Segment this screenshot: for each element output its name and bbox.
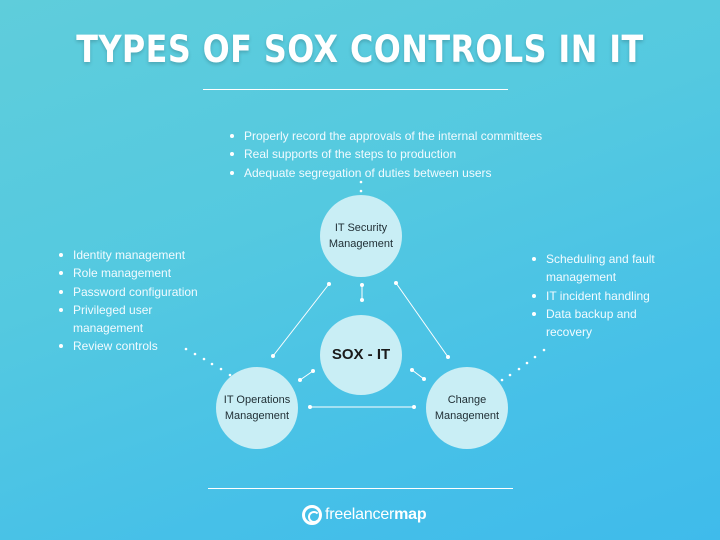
list-item: Password configuration	[57, 283, 207, 301]
list-item: Data backup and recovery	[530, 305, 670, 342]
it-operations-management-node: IT Operations Management	[216, 367, 298, 449]
brand-wordmark: freelancermap	[325, 506, 427, 524]
list-item: Privileged user management	[57, 301, 207, 338]
list-item: Real supports of the steps to production	[228, 145, 542, 163]
freelancermap-logo: freelancermap	[302, 505, 427, 525]
operations-controls-list: Identity management Role management Pass…	[57, 246, 207, 356]
node-label: SOX - IT	[331, 345, 391, 363]
list-item: Properly record the approvals of the int…	[228, 127, 542, 145]
node-label: Management	[434, 410, 500, 422]
title-divider	[203, 89, 508, 90]
node-label: IT Security	[334, 221, 388, 234]
freelancermap-globe-icon	[302, 505, 322, 525]
list-item: IT incident handling	[530, 287, 670, 305]
it-security-management-node: IT Security Management	[320, 195, 402, 277]
change-management-node: Change Management	[426, 367, 508, 449]
list-item: Adequate segregation of duties between u…	[228, 164, 542, 182]
security-controls-list: Properly record the approvals of the int…	[228, 127, 542, 182]
footer-divider	[208, 488, 513, 489]
node-label: Change	[447, 393, 487, 406]
sox-it-center-node: SOX - IT	[320, 315, 402, 395]
list-item: Role management	[57, 264, 207, 282]
list-item: Scheduling and fault management	[530, 250, 670, 287]
node-label: Management	[224, 410, 290, 422]
change-controls-list: Scheduling and fault management IT incid…	[530, 250, 670, 341]
list-item: Review controls	[57, 337, 207, 355]
node-label: Management	[328, 238, 394, 250]
brand-suffix: map	[394, 506, 427, 523]
list-item: Identity management	[57, 246, 207, 264]
brand-prefix: freelancer	[325, 506, 395, 523]
page-title: TYPES OF SOX CONTROLS IN IT	[76, 28, 644, 71]
node-label: IT Operations	[223, 393, 291, 406]
